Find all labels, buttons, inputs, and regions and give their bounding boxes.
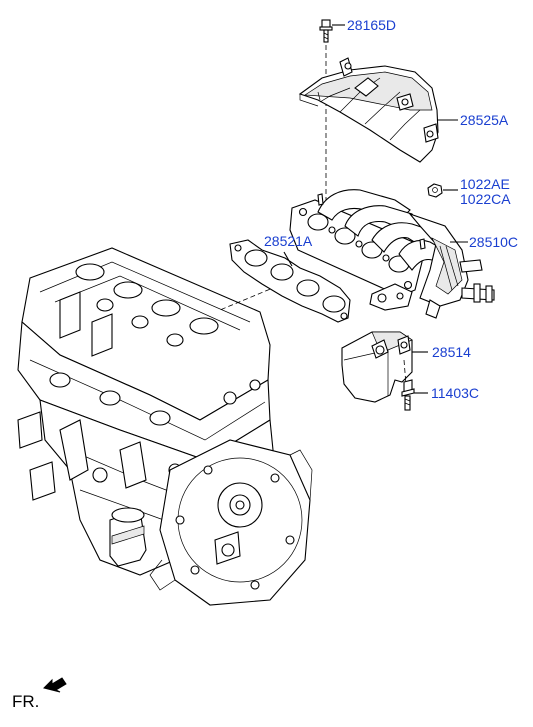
exhaust-manifold-28510c: [289, 189, 495, 319]
front-direction-indicator: FR.: [12, 677, 67, 711]
nut-1022ae: [427, 183, 458, 198]
front-direction-label: FR.: [12, 692, 39, 711]
front-arrow-icon: [43, 677, 67, 693]
heat-shield-28525a: [298, 57, 458, 163]
part-label-28514: 28514: [432, 344, 471, 360]
part-label-1022ca: 1022CA: [460, 191, 511, 207]
bolt-11403c: [401, 379, 428, 411]
part-label-11403c: 11403C: [431, 385, 479, 401]
part-label-28165d: 28165D: [347, 17, 396, 33]
bolt-28165d: [319, 19, 345, 43]
part-label-1022ae: 1022AE: [460, 176, 510, 192]
part-label-28510c: 28510C: [469, 234, 518, 250]
gasket-28521a: [229, 239, 351, 323]
part-label-28525a: 28525A: [460, 112, 509, 128]
engine-block: [17, 247, 313, 606]
bracket-28514: [341, 331, 428, 403]
part-label-28521a: 28521A: [264, 233, 313, 249]
bracket-bolt-axis-line: [403, 359, 407, 386]
